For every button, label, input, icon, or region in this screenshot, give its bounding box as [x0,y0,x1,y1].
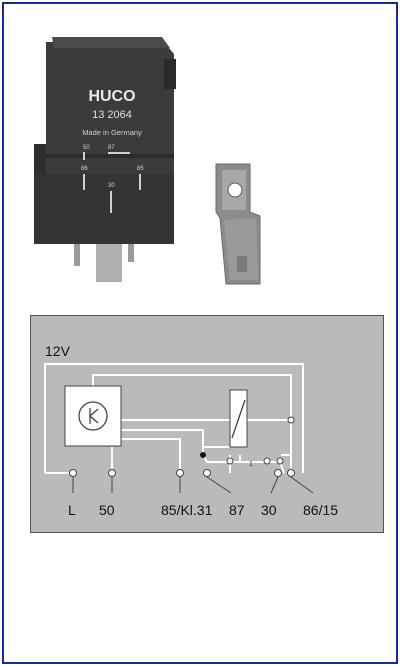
module-symbol-mark [89,408,99,424]
terminal-nodes [69,469,295,477]
pin-50-marking [83,152,85,160]
product-photo: HUCO 13 2064 Made in Germany 50 87 86 85… [34,37,261,285]
relay-pin-50: 50 [83,145,90,151]
relay-origin: Made in Germany [82,128,142,137]
relay-pin-86: 86 [81,166,88,172]
terminal-label-30: 30 [261,502,277,518]
pin-85-marking [139,174,141,190]
terminal-leads [45,472,314,494]
terminal-label-l: L [68,502,76,518]
terminal-label-87: 87 [229,502,245,518]
pin-87-marking [108,152,130,154]
wiring-diagram: 1 12V L 50 85/Kl.31 87 30 86/15 [30,315,384,533]
pin-86-marking [83,174,85,190]
supply-label: 12V [45,343,71,359]
module-symbol [78,401,108,431]
terminal-label-85-kl31: 85/Kl.31 [161,502,213,518]
relay-photo: HUCO 13 2064 Made in Germany 50 87 86 85… [34,37,176,282]
relay-pin-85: 85 [137,166,144,172]
junction-dot [200,452,206,458]
mounting-bracket-photo [215,163,261,285]
terminal-label-50: 50 [99,502,115,518]
pin-30-marking [110,191,112,213]
control-module [64,385,122,447]
relay-pin-87: 87 [108,145,115,151]
relay-brand: HUCO [88,88,135,105]
relay-part-number: 13 2064 [92,109,132,121]
relay-pin-30: 30 [108,183,115,189]
contact-nodes [226,416,295,465]
contact-mark: 1 [249,461,253,468]
terminal-label-86-15: 86/15 [303,502,338,518]
